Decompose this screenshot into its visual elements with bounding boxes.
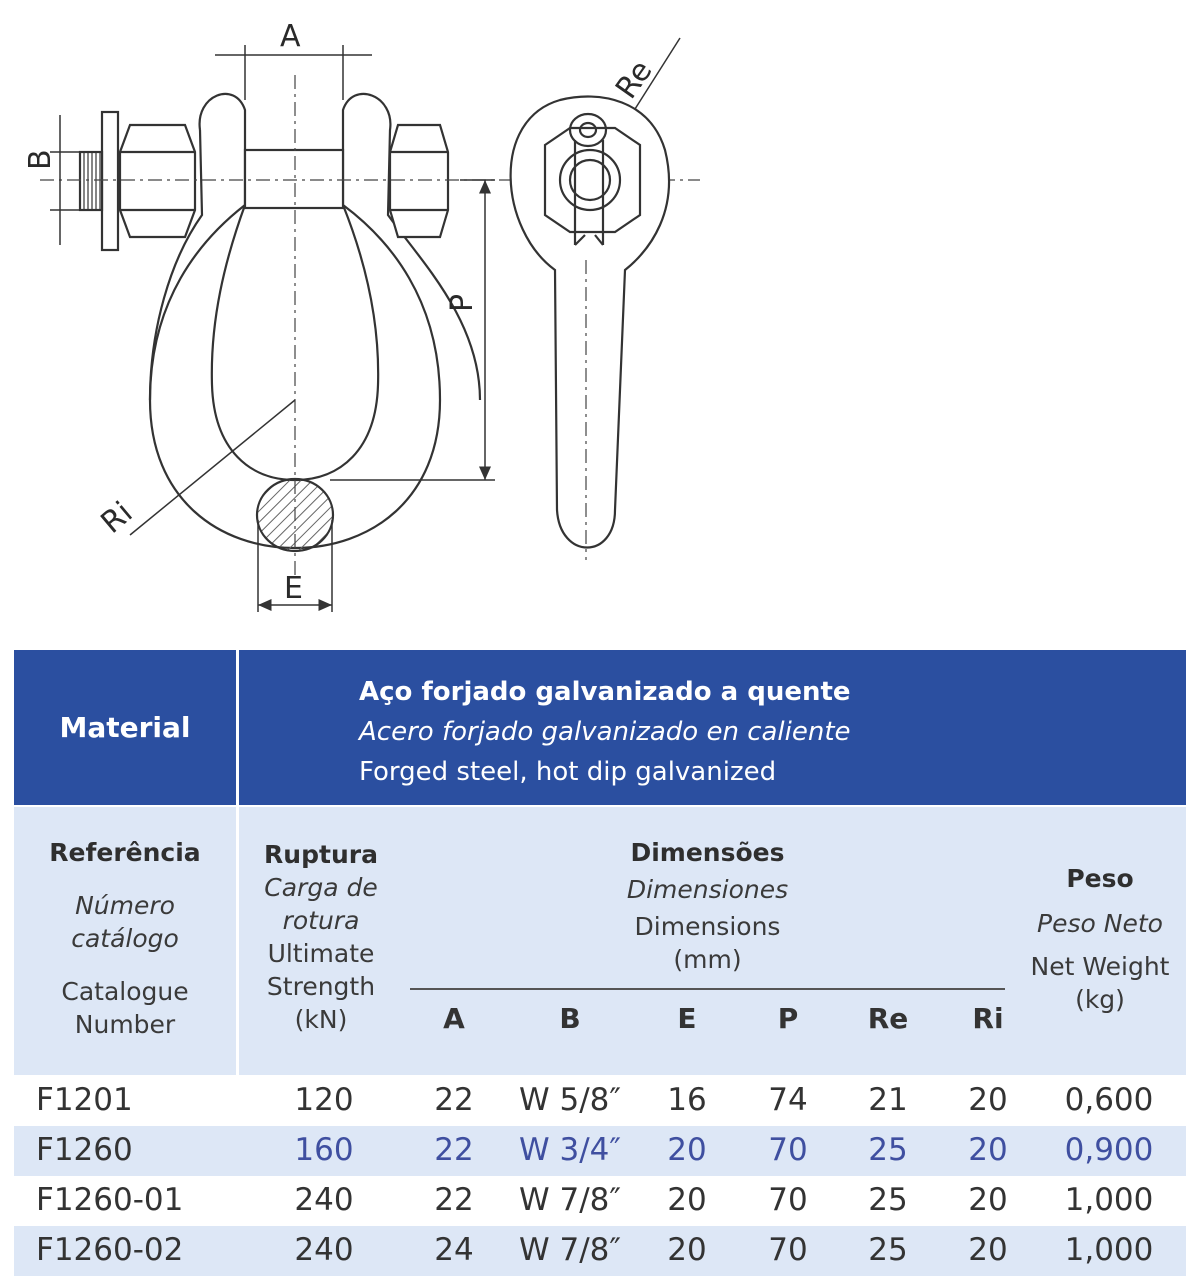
material-header-band: [14, 650, 1186, 805]
shackle-side-view: [509, 95, 671, 549]
cell-p: 70: [768, 1232, 808, 1268]
cell-b: W 3/4″: [519, 1132, 621, 1168]
cell-re: 25: [868, 1132, 908, 1168]
ref-head-es-2: catálogo: [71, 924, 179, 953]
cell-ref: F1260-02: [36, 1232, 184, 1268]
cell-peso: 0,900: [1064, 1132, 1154, 1168]
cell-peso: 1,000: [1064, 1232, 1154, 1268]
cell-e: 20: [667, 1182, 707, 1218]
dimensions-rule: [410, 988, 1005, 990]
dim-label-re: Re: [609, 54, 659, 105]
cell-re: 25: [868, 1232, 908, 1268]
dim-head-pt: Dimensões: [630, 838, 785, 867]
table-row: F1201 120 22 W 5/8″ 16 74 21 20 0,600: [14, 1076, 1186, 1126]
cell-a: 24: [434, 1232, 474, 1268]
col-head-rupture: Ruptura Carga de rotura Ultimate Strengt…: [236, 838, 406, 1036]
cell-rup: 240: [294, 1182, 354, 1218]
cell-a: 22: [434, 1132, 474, 1168]
cell-a: 22: [434, 1182, 474, 1218]
dim-label-b: B: [23, 149, 58, 170]
ref-head-pt: Referência: [49, 838, 201, 867]
ref-head-es-1: Número: [75, 891, 175, 920]
cell-b: W 7/8″: [519, 1232, 621, 1268]
table-row: F1260-02 240 24 W 7/8″ 20 70 25 20 1,000: [14, 1226, 1186, 1276]
dim-col-p: P: [777, 1002, 799, 1035]
table-row: F1260 160 22 W 3/4″ 20 70 25 20 0,900: [14, 1126, 1186, 1176]
cell-p: 74: [768, 1082, 808, 1118]
dim-head-unit: (mm): [673, 945, 742, 974]
peso-head-pt: Peso: [1066, 864, 1134, 893]
cell-ref: F1201: [36, 1082, 133, 1118]
specification-table: Material Aço forjado galvanizado a quent…: [14, 650, 1186, 1276]
material-es: Acero forjado galvanizado en caliente: [359, 717, 851, 747]
cell-ri: 20: [968, 1132, 1008, 1168]
column-header-divider: [236, 807, 239, 1075]
cell-p: 70: [768, 1182, 808, 1218]
material-description: Aço forjado galvanizado a quente Acero f…: [359, 672, 851, 792]
rup-head-pt: Ruptura: [264, 840, 378, 869]
dim-label-a: A: [280, 19, 301, 54]
cell-ri: 20: [968, 1082, 1008, 1118]
dim-col-re: Re: [867, 1002, 909, 1035]
dim-label-e: E: [284, 571, 303, 606]
header-divider: [236, 650, 239, 805]
cell-peso: 1,000: [1064, 1182, 1154, 1218]
cell-re: 25: [868, 1182, 908, 1218]
peso-head-unit: (kg): [1075, 985, 1125, 1014]
dim-col-a: A: [443, 1002, 465, 1035]
cell-rup: 160: [294, 1132, 354, 1168]
table-row: F1260-01 240 22 W 7/8″ 20 70 25 20 1,000: [14, 1176, 1186, 1226]
dim-head-en: Dimensions: [634, 912, 781, 941]
shackle-technical-drawing: A B P E Ri Re: [23, 19, 700, 612]
rup-head-unit: (kN): [294, 1005, 348, 1034]
cell-e: 16: [667, 1082, 707, 1118]
ref-head-en-1: Catalogue: [61, 977, 189, 1006]
cell-b: W 7/8″: [519, 1182, 621, 1218]
cell-b: W 5/8″: [519, 1082, 621, 1118]
dim-label-p: P: [445, 294, 480, 312]
ref-head-en-2: Number: [74, 1010, 176, 1039]
rup-head-en-1: Ultimate: [267, 939, 375, 968]
cell-rup: 120: [294, 1082, 354, 1118]
cell-ref: F1260-01: [36, 1182, 184, 1218]
cell-re: 21: [868, 1082, 908, 1118]
shackle-front-view: [78, 92, 482, 553]
dim-col-e: E: [677, 1002, 697, 1035]
cell-ref: F1260: [36, 1132, 133, 1168]
cell-peso: 0,600: [1064, 1082, 1154, 1118]
rup-head-es-2: rotura: [282, 906, 360, 935]
cell-a: 22: [434, 1082, 474, 1118]
dim-col-ri: Ri: [972, 1002, 1004, 1035]
cell-ri: 20: [968, 1182, 1008, 1218]
col-head-dimensions: Dimensões Dimensiones Dimensions (mm): [410, 836, 1005, 976]
material-en: Forged steel, hot dip galvanized: [359, 757, 777, 787]
column-header-band: [14, 807, 1186, 1075]
rup-head-es-1: Carga de: [264, 873, 378, 902]
dim-head-es: Dimensiones: [626, 875, 789, 904]
col-head-reference: Referência Número catálogo Catalogue Num…: [14, 836, 236, 1041]
dim-col-b: B: [559, 1002, 581, 1035]
material-label: Material: [59, 711, 191, 744]
cell-rup: 240: [294, 1232, 354, 1268]
col-head-weight: Peso Peso Neto Net Weight (kg): [1014, 862, 1186, 1016]
material-pt: Aço forjado galvanizado a quente: [359, 677, 851, 707]
cell-e: 20: [667, 1132, 707, 1168]
cell-e: 20: [667, 1232, 707, 1268]
dim-label-ri: Ri: [95, 495, 140, 541]
peso-head-en: Net Weight: [1030, 952, 1170, 981]
cell-p: 70: [768, 1132, 808, 1168]
rup-head-en-2: Strength: [266, 972, 376, 1001]
cell-ri: 20: [968, 1232, 1008, 1268]
peso-head-es: Peso Neto: [1037, 909, 1163, 938]
